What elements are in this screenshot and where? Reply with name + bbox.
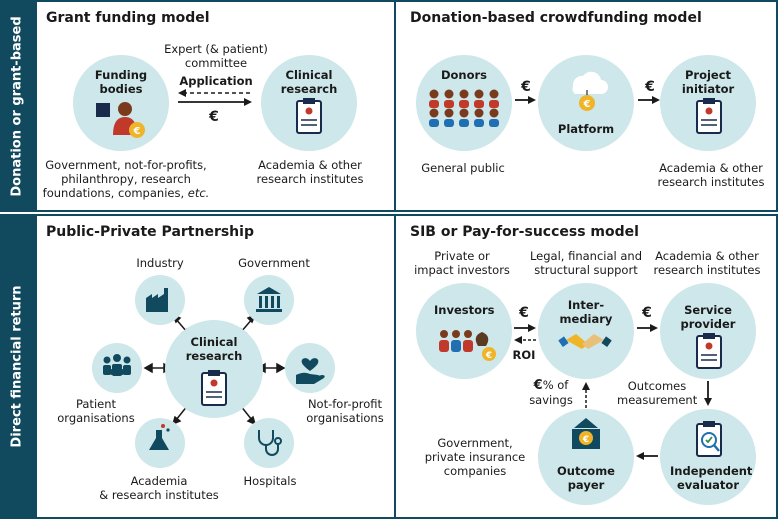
hospitals-label: Hospitals xyxy=(243,474,297,488)
government-label: Government xyxy=(238,256,310,270)
grant-left-caption-1: Government, not-for-profits, xyxy=(45,158,207,172)
sib-euro-1: € xyxy=(519,305,529,321)
crowd-euro-1: € xyxy=(521,79,531,95)
intermediary-circle xyxy=(538,283,634,379)
sib-title: SIB or Pay-for-success model xyxy=(410,224,639,240)
crowd-right-caption: Academia & other research institutes xyxy=(657,161,765,189)
intermediary-label: Inter- mediary xyxy=(559,298,613,326)
crowd-euro-2: € xyxy=(645,79,655,95)
general-public-caption: General public xyxy=(421,161,505,175)
side-label-donation: Donation or grant-based xyxy=(0,0,35,212)
grant-left-caption-3: foundations, companies, etc. xyxy=(42,186,210,200)
outcomes-measurement-label: Outcomes measurement xyxy=(617,379,698,407)
government-payer-caption: Government, private insurance companies xyxy=(424,436,526,478)
academia-label: Academia & research institutes xyxy=(99,474,219,502)
sib-euro-2: € xyxy=(642,305,652,321)
application-label: Application xyxy=(179,74,253,88)
panel-sib xyxy=(394,214,778,519)
service-provider-label: Service provider xyxy=(680,303,736,331)
svg-text:€: € xyxy=(583,99,591,110)
grant-euro: € xyxy=(209,109,219,125)
outcome-payer-label: Outcome payer xyxy=(557,464,615,492)
grant-title: Grant funding model xyxy=(46,10,210,26)
hospitals-circle xyxy=(244,418,294,468)
donors-label: Donors xyxy=(440,68,488,82)
grant-left-caption-3-prefix: foundations, companies, xyxy=(42,186,188,200)
grant-right-caption: Academia & other research institutes xyxy=(256,158,364,186)
project-initiator-label: Project initiator xyxy=(681,68,735,96)
roi-label: ROI xyxy=(512,348,536,362)
svg-text:€: € xyxy=(485,351,492,361)
grant-clinical-label: Clinical research xyxy=(280,68,338,96)
ppp-center-label: Clinical research xyxy=(185,335,243,363)
ppp-title: Public-Private Partnership xyxy=(46,224,254,240)
grant-left-caption-2: philanthropy, research xyxy=(61,172,191,186)
investors-circle xyxy=(416,283,512,379)
investors-label: Investors xyxy=(434,303,495,317)
government-circle xyxy=(244,275,294,325)
side-label-financial: Direct financial return xyxy=(0,214,35,519)
provider-caption: Academia & other research institutes xyxy=(653,249,761,277)
crowd-title: Donation-based crowdfunding model xyxy=(410,10,702,26)
patient-orgs-label: Patient organisations xyxy=(57,397,135,425)
industry-label: Industry xyxy=(136,256,184,270)
grant-left-caption: Government, not-for-profits, philanthrop… xyxy=(42,158,210,200)
evaluator-label: Independent evaluator xyxy=(670,464,753,492)
grant-left-caption-3-etc: etc. xyxy=(187,186,210,200)
committee-label: Expert (& patient) committee xyxy=(164,42,268,70)
svg-text:€: € xyxy=(133,126,141,137)
pct-savings-label: €% of savings xyxy=(526,378,576,407)
platform-label: Platform xyxy=(557,122,615,136)
pct-savings-text: % of savings xyxy=(529,378,573,407)
intermediary-caption: Legal, financial and structural support xyxy=(529,249,643,277)
pct-savings-euro: € xyxy=(533,378,543,393)
funding-bodies-label: Funding bodies xyxy=(94,68,148,96)
not-for-profit-label: Not-for-profit organisations xyxy=(306,397,384,425)
investors-caption: Private or impact investors xyxy=(414,249,510,277)
svg-text:€: € xyxy=(582,435,589,445)
panel-crowdfunding xyxy=(394,0,778,212)
